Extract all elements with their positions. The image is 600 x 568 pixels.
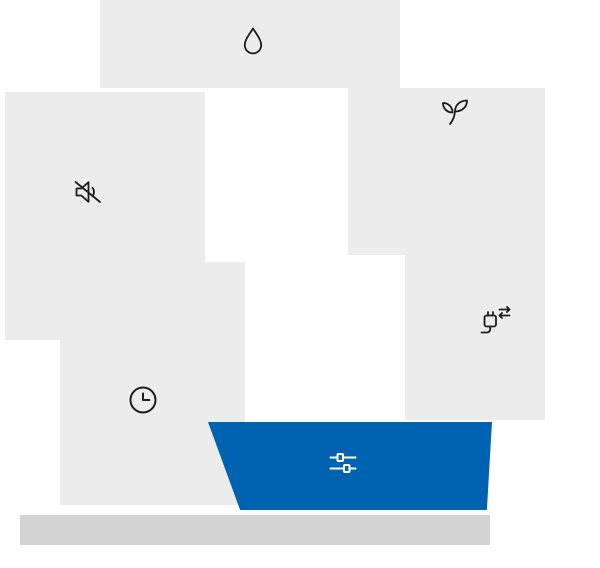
water-drop-icon [235, 24, 271, 60]
plug-sync-icon [476, 301, 514, 339]
tile-water [100, 0, 400, 88]
tile-leaf [348, 88, 545, 255]
clock-icon [125, 382, 161, 418]
leaf-icon [437, 94, 473, 130]
speaker-mute-icon [70, 174, 106, 210]
tile-plug [405, 255, 545, 420]
base-bar [20, 515, 490, 545]
sliders-icon [327, 449, 359, 477]
tile-clock [60, 262, 245, 505]
